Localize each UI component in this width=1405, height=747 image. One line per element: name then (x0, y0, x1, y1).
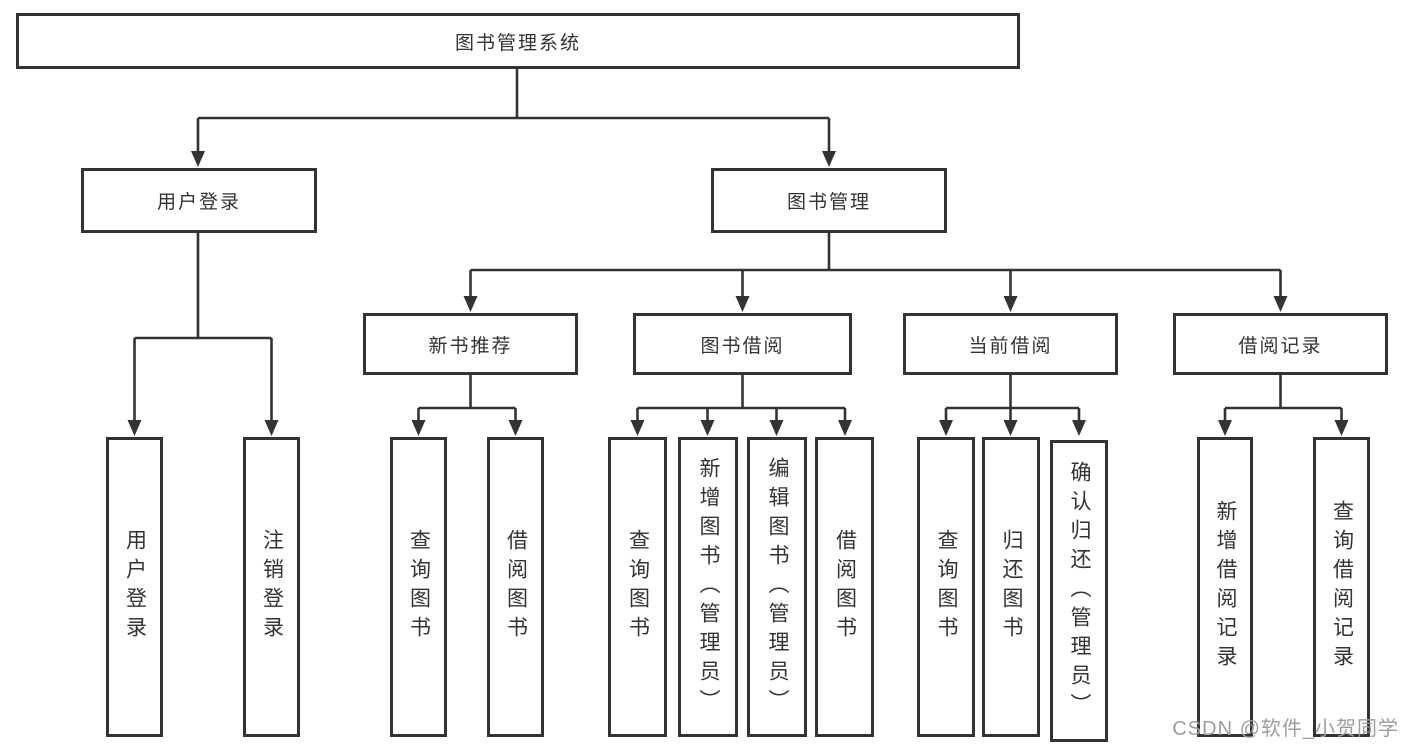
node-library-system: 图书管理系统 (16, 13, 1020, 69)
leaf-query-borrow-record: 查询借阅记录 (1313, 437, 1370, 737)
leaf-return-book: 归还图书 (982, 437, 1040, 737)
node-book-management: 图书管理 (711, 168, 947, 233)
leaf-add-book-admin: 新增图书（管理员） (678, 437, 738, 737)
node-current-borrowing: 当前借阅 (903, 313, 1118, 375)
leaf-query-books-current: 查询图书 (917, 437, 975, 737)
node-borrowing-records: 借阅记录 (1173, 313, 1388, 375)
leaf-query-books-borrowing: 查询图书 (608, 437, 667, 737)
leaf-query-books-recommend: 查询图书 (390, 437, 447, 737)
leaf-add-borrow-record: 新增借阅记录 (1197, 437, 1253, 737)
node-new-book-recommend: 新书推荐 (363, 313, 578, 375)
node-book-borrowing: 图书借阅 (633, 313, 852, 375)
leaf-user-login: 用户登录 (106, 437, 163, 737)
leaf-logout: 注销登录 (243, 437, 300, 737)
leaf-edit-book-admin: 编辑图书（管理员） (747, 437, 807, 737)
leaf-borrow-books-borrowing: 借阅图书 (815, 437, 874, 737)
csdn-watermark: CSDN @软件_小贺同学 (1172, 718, 1399, 740)
leaf-confirm-return-admin: 确认归还（管理员） (1050, 440, 1108, 742)
leaf-borrow-books-recommend: 借阅图书 (487, 437, 544, 737)
node-user-login: 用户登录 (81, 168, 317, 233)
